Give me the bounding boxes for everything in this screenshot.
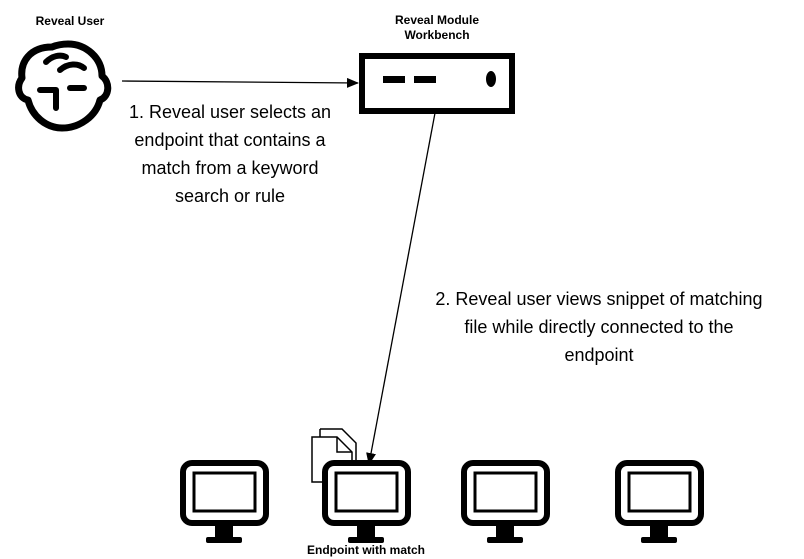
user-face-icon bbox=[15, 40, 112, 132]
arrow-workbench-to-endpoint bbox=[366, 112, 436, 465]
step-1-text: 1. Reveal user selects an endpoint that … bbox=[128, 102, 332, 206]
endpoint-with-match-label: Endpoint with match bbox=[307, 543, 425, 557]
step-2-text: 2. Reveal user views snippet of matching… bbox=[435, 289, 763, 365]
monitor-icon bbox=[180, 460, 269, 543]
monitor-icon bbox=[615, 460, 704, 543]
workbench-server-icon bbox=[359, 53, 515, 114]
reveal-user-label: Reveal User bbox=[35, 14, 105, 28]
monitor-icon bbox=[461, 460, 550, 543]
workbench-label: Reveal Module Workbench bbox=[394, 13, 480, 42]
arrow-user-to-workbench bbox=[121, 77, 359, 88]
monitor-icon-endpoint-with-match bbox=[322, 460, 411, 543]
